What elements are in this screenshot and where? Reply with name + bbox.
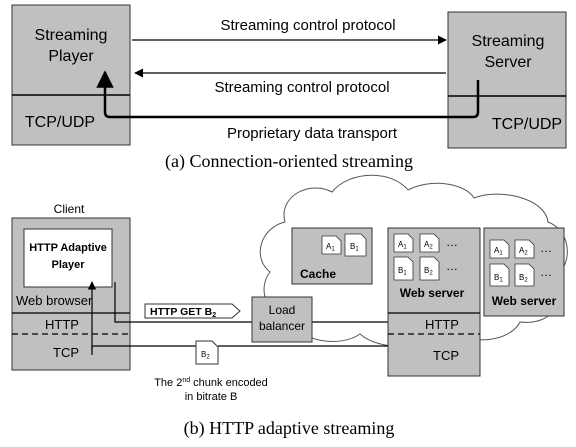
data-transport-label: Proprietary data transport: [227, 125, 398, 142]
panel-a: Streaming Player TCP/UDP Streaming Serve…: [11, 4, 567, 172]
web-server-main-label: Web server: [400, 286, 465, 300]
svg-text:HTTP GET B2: HTTP GET B2: [150, 306, 216, 319]
control-protocol-top-label: Streaming control protocol: [220, 17, 395, 34]
doc-sub: 1: [499, 251, 503, 257]
doc-letter: B: [519, 273, 524, 282]
player-b-line2: Player: [51, 259, 85, 271]
http-get-text: HTTP GET B: [150, 306, 213, 318]
server-ellipsis-a: …: [446, 235, 458, 249]
doc-sub: 1: [403, 245, 407, 251]
streaming-server-box: Streaming Server TCP/UDP: [447, 11, 567, 149]
chunk-note-line2: in bitrate B: [185, 391, 238, 403]
svg-text:B1: B1: [494, 273, 503, 284]
svg-text:A2: A2: [519, 246, 528, 257]
svg-text:A1: A1: [326, 242, 335, 253]
doc-letter: B: [494, 273, 499, 282]
player-label-line2: Player: [48, 48, 94, 65]
svg-text:A1: A1: [398, 240, 407, 251]
svg-text:B1: B1: [398, 266, 407, 277]
load-balancer-line1: Load: [269, 303, 296, 317]
chunk-label: B: [201, 350, 206, 359]
right-doc-b1: B1: [489, 263, 510, 287]
doc-sub: 2: [429, 245, 433, 251]
server-doc-a1: A1: [393, 233, 414, 253]
doc-sub: 2: [524, 251, 528, 257]
web-server-main-box: A1 A2 … B1 B2 … Web server HTTP TCP: [387, 227, 481, 377]
http-get-subscript: 2: [212, 312, 216, 319]
doc-sub: 2: [524, 278, 528, 284]
svg-text:A2: A2: [424, 240, 433, 251]
doc-letter: B: [398, 266, 403, 275]
doc-sub: 2: [429, 271, 433, 277]
server-doc-b1: B1: [393, 256, 414, 281]
web-server-right-label: Web server: [492, 294, 557, 308]
http-get-request-label: HTTP GET B2: [144, 303, 241, 319]
caption-a: (a) Connection-oriented streaming: [165, 151, 413, 172]
right-doc-a2: A2: [514, 239, 535, 259]
chunk-note-post: chunk encoded: [190, 377, 268, 389]
chunk-subscript: 2: [206, 355, 210, 361]
doc-letter: B: [350, 242, 355, 251]
load-balancer-line2: balancer: [259, 319, 305, 333]
server-label-line2: Server: [484, 54, 532, 71]
doc-sub: 1: [499, 278, 503, 284]
svg-text:B2: B2: [201, 350, 210, 361]
doc-letter: A: [424, 240, 430, 249]
panel-b: Client HTTP Adaptive Player Web browser …: [11, 174, 568, 439]
data-transport-line: [96, 70, 480, 119]
tcp-udp-right-label: TCP/UDP: [492, 116, 562, 133]
doc-sub: 1: [403, 271, 407, 277]
http-adaptive-player-box: [23, 228, 113, 288]
server-doc-a2: A2: [419, 233, 440, 253]
load-balancer-box: Load balancer: [251, 296, 313, 343]
http-left-label: HTTP: [45, 317, 79, 332]
http-get-path: [114, 282, 252, 323]
tcp-left-label: TCP: [53, 345, 79, 360]
server-ellipsis-b: …: [446, 259, 458, 273]
right-doc-a1: A1: [489, 239, 510, 259]
doc-letter: A: [326, 242, 332, 251]
svg-text:B2: B2: [424, 266, 433, 277]
cache-doc-a1: A1: [321, 235, 342, 255]
caption-b: (b) HTTP adaptive streaming: [184, 418, 395, 439]
doc-letter: A: [494, 246, 500, 255]
doc-letter: B: [424, 266, 429, 275]
player-label-line1: Streaming: [35, 27, 108, 44]
svg-text:B2: B2: [519, 273, 528, 284]
tcp-right-label: TCP: [433, 348, 459, 363]
right-doc-b2: B2: [514, 263, 535, 287]
control-protocol-bottom-label: Streaming control protocol: [214, 79, 389, 96]
right-ellipsis-a: …: [540, 241, 552, 255]
right-ellipsis-b: …: [540, 265, 552, 279]
server-label-line1: Streaming: [472, 33, 545, 50]
web-server-right-box: A1 A2 … B1 B2 … Web server: [483, 227, 565, 317]
cache-doc-b1: B1: [344, 233, 367, 257]
cache-label: Cache: [300, 267, 336, 281]
web-browser-label: Web browser: [16, 293, 93, 308]
client-box: HTTP Adaptive Player Web browser HTTP TC…: [11, 217, 131, 371]
server-doc-b2: B2: [419, 256, 440, 281]
doc-sub: 1: [355, 247, 359, 253]
doc-letter: A: [398, 240, 404, 249]
chunk-note-sup: nd: [182, 377, 190, 384]
chunk-document-icon: B2: [195, 340, 219, 365]
doc-letter: A: [519, 246, 525, 255]
tcp-udp-left-label: TCP/UDP: [25, 114, 95, 131]
svg-text:The 2nd chunk encoded: The 2nd chunk encoded: [154, 377, 268, 389]
cache-box: A1 B1 Cache: [291, 227, 373, 285]
http-right-label: HTTP: [425, 317, 459, 332]
doc-sub: 1: [331, 247, 335, 253]
streaming-player-box: Streaming Player TCP/UDP: [11, 4, 131, 146]
client-label: Client: [54, 202, 85, 216]
svg-text:A1: A1: [494, 246, 503, 257]
chunk-note-pre: The 2: [154, 377, 182, 389]
player-b-line1: HTTP Adaptive: [29, 242, 107, 254]
svg-text:B1: B1: [350, 242, 359, 253]
